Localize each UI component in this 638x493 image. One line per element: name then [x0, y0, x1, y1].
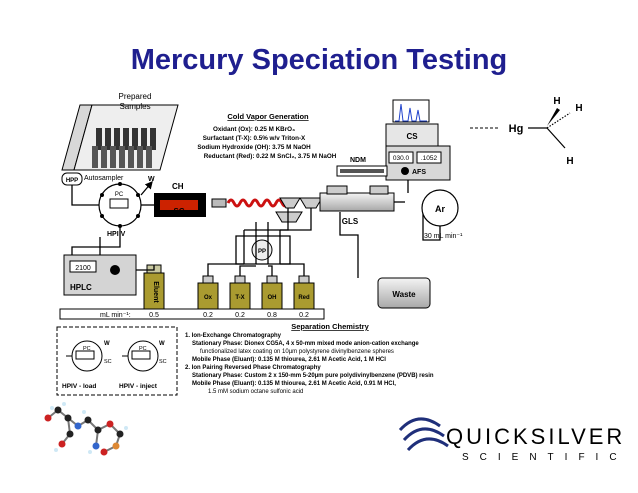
waste-label-inject: W: [159, 341, 165, 347]
separation-heading: Separation Chemistry: [291, 322, 369, 331]
autosampler: Prepared Samples Autosampler HPP: [61, 92, 179, 186]
flow-rate-tx: 0.2: [235, 312, 245, 319]
afs-detector: CS 030.0 .1052 AFS: [385, 99, 451, 181]
hplc-display: [69, 260, 97, 273]
ch-label: CH: [172, 182, 184, 191]
mixing-tees: [275, 197, 323, 223]
prepared-samples-label-1: Prepared: [119, 92, 152, 101]
separation-line-1: 1. Ion-Exchange Chromatography: [185, 333, 282, 339]
hpp-label: HPP: [66, 178, 78, 184]
hydrogen-top: H: [553, 96, 560, 107]
methylmercury-molecule: Hg H H H: [470, 96, 583, 167]
oxidant-label: Ox: [204, 295, 213, 301]
argon-label: Ar: [435, 204, 445, 214]
injection-valve: PC W HPI V: [98, 176, 155, 238]
reductant-label: Red: [298, 295, 310, 301]
waste-port-label: W: [148, 176, 155, 183]
flow-rate-row: mL min⁻¹: 0.5 0.2 0.2 0.8 0.2: [59, 308, 325, 320]
logo-text: QUICKSILVER: [446, 424, 625, 449]
separation-line-7: Mobile Phase (Eluant): 0.135 M thiourea,…: [192, 381, 396, 387]
flow-rate-eluent: 0.5: [149, 312, 159, 319]
sample-vials: [92, 128, 156, 168]
cold-vapor-panel: Cold Vapor Generation Oxidant (Ox): 0.25…: [197, 112, 336, 160]
hydrogen-bottom: H: [566, 156, 573, 167]
separation-line-2: Stationary Phase: Dionex CG5A, 4 x 50-mm…: [192, 341, 419, 347]
hplc-label: HPLC: [70, 283, 92, 292]
hpiv-load-diagram: PC W SC HPIV - load: [62, 340, 112, 390]
hydrogen-right: H: [575, 103, 582, 114]
separation-line-6: Stationary Phase: Custom 2 x 150-mm 5-20…: [192, 373, 434, 379]
pump-tubing: [207, 202, 336, 276]
cs-label: CS: [406, 132, 418, 141]
hpiv-label: HPI V: [107, 231, 126, 238]
separation-chemistry: Separation Chemistry 1. Ion-Exchange Chr…: [185, 322, 434, 395]
page-title: Mercury Speciation Testing: [130, 44, 508, 76]
hpiv-inject-label: HPIV - inject: [119, 383, 158, 390]
sc-label-load: SC: [104, 359, 112, 365]
cold-vapor-oxidant: Oxidant (Ox): 0.25 M KBrO₃: [213, 126, 295, 133]
hpiv-inject-diagram: PC W SC HPIV - inject: [119, 340, 167, 390]
cold-vapor-surfactant: Surfactant (T-X): 0.5% w/v Triton-X: [203, 135, 306, 142]
hg-label: Hg: [509, 123, 524, 135]
quicksilver-logo: QUICKSILVER SCIENTIFIC: [398, 417, 628, 463]
cs-display-left: 030.0: [393, 155, 410, 162]
cold-vapor-heading: Cold Vapor Generation: [227, 112, 309, 121]
ndm-label: NDM: [350, 157, 366, 164]
hpiv-load-label: HPIV - load: [62, 383, 96, 390]
cold-vapor-hydroxide: Sodium Hydroxide (OH): 3.75 M NaOH: [197, 144, 311, 151]
valve-states-box: PC W SC HPIV - load PC W SC HPIV - injec…: [56, 326, 178, 396]
sc-label-inject: SC: [159, 359, 167, 365]
heater-coil: [226, 198, 290, 208]
flow-rate-red: 0.2: [299, 312, 309, 319]
pc-label-load: PC: [83, 346, 91, 352]
flow-rate-oh: 0.8: [267, 312, 277, 319]
afs-label: AFS: [412, 169, 426, 176]
cold-vapor-reductant: Reductant (Red): 0.22 M SnCl₂, 3.75 M Na…: [204, 153, 337, 160]
argon-flow-label: 30 mL min⁻¹: [424, 233, 463, 240]
argon-supply: Ar 30 mL min⁻¹: [421, 189, 463, 240]
chromatogram-screen: [392, 99, 430, 123]
hplc-pump: 2100 HPLC: [63, 254, 137, 296]
peristaltic-pump: PP: [251, 239, 273, 261]
waste-label-load: W: [104, 341, 110, 347]
pc-label-inject: PC: [139, 346, 147, 352]
eluent-label: Eluent: [152, 281, 159, 303]
cs-display-right: .1052: [421, 155, 438, 162]
gls-label: GLS: [342, 217, 359, 226]
separation-line-8: 1.5 mM sodium octane sulfonic acid: [208, 389, 303, 395]
logo-subtext: SCIENTIFIC: [462, 452, 628, 463]
hplc-display-value: 2100: [75, 265, 91, 272]
sc-label: SC: [173, 207, 184, 216]
reagent-bottles: Ox T-X OH Red: [197, 275, 315, 310]
prepared-samples-label-2: Samples: [119, 102, 150, 111]
waste-container: Waste: [377, 277, 431, 309]
separation-line-4: Mobile Phase (Eluant): 0.135 M thiourea,…: [192, 357, 386, 363]
pc-label: PC: [115, 192, 124, 198]
pp-label: PP: [258, 249, 266, 255]
autosampler-label: Autosampler: [84, 175, 124, 182]
ndm-dryer: NDM: [336, 157, 388, 177]
hydroxide-label: OH: [268, 295, 277, 301]
waste-label: Waste: [392, 290, 416, 299]
flow-rate-label: mL min⁻¹:: [100, 312, 131, 319]
separation-line-3: functionalized latex coating on 10µm pol…: [200, 349, 394, 355]
flow-rate-ox: 0.2: [203, 312, 213, 319]
gas-liquid-separator: GLS: [319, 185, 395, 226]
separation-line-5: 2. Ion Pairing Reversed Phase Chromatogr…: [185, 365, 321, 371]
surfactant-label: T-X: [235, 295, 244, 301]
eluent-bottle: Eluent: [143, 264, 165, 312]
molecule-illustration: [44, 402, 128, 456]
column-heater: CH SC: [154, 182, 227, 217]
